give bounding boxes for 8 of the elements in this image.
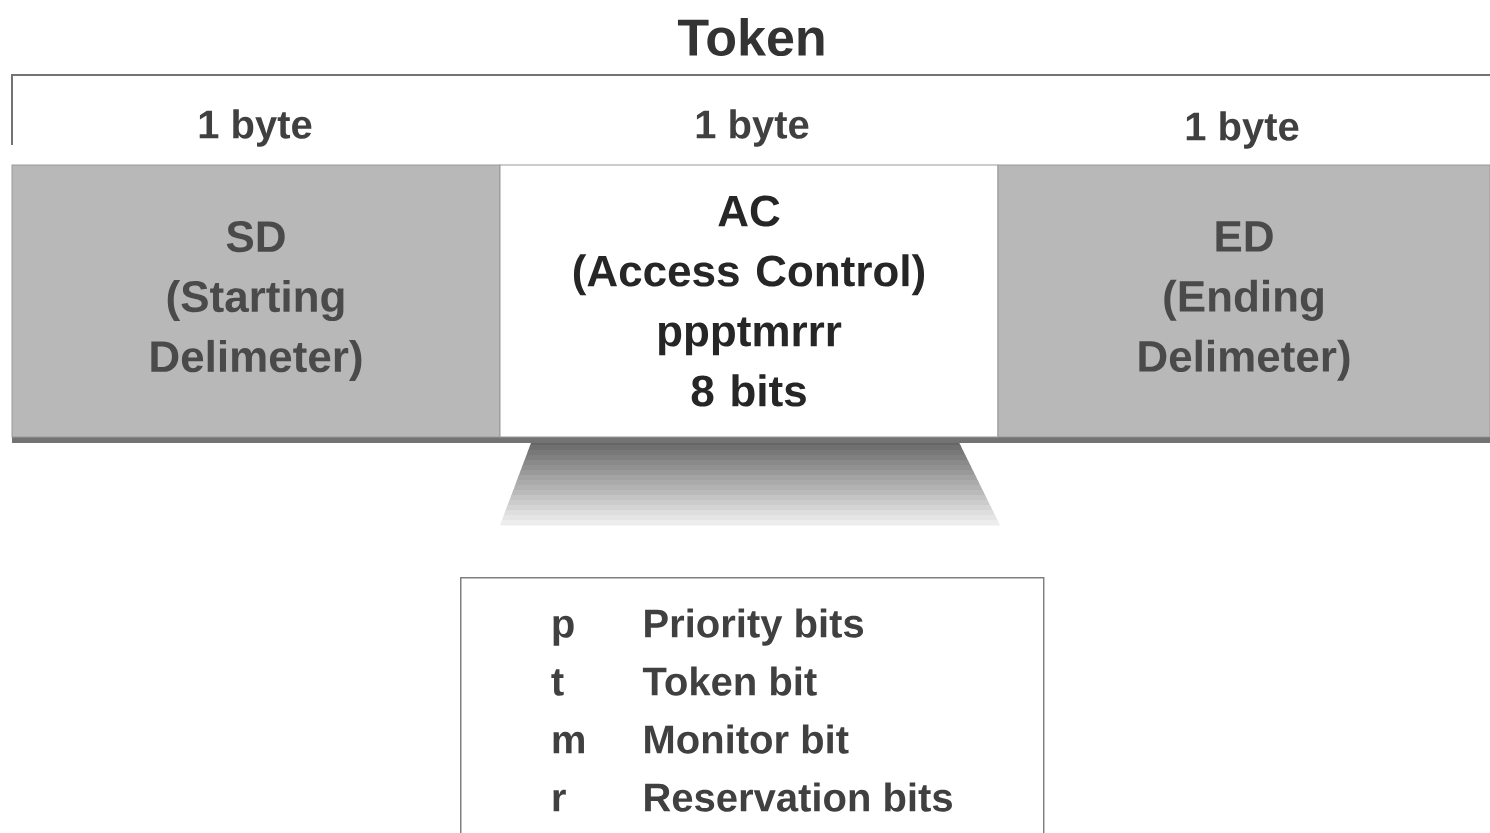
key-box: p Priority bits t Token bit m Monitor bit r Reservation bits [460,577,1045,833]
size-label: 1 byte [696,109,809,147]
field-box: SD (Starting Delimeter) [11,164,501,438]
title: Token [677,17,824,57]
field-box: AC (Access Control) ppptmrrr 8 bits [499,164,999,438]
field-box: ED (Ending Delimeter) [997,164,1490,438]
size-label: 1 byte [199,109,312,147]
size-label: 1 byte [1186,111,1299,149]
